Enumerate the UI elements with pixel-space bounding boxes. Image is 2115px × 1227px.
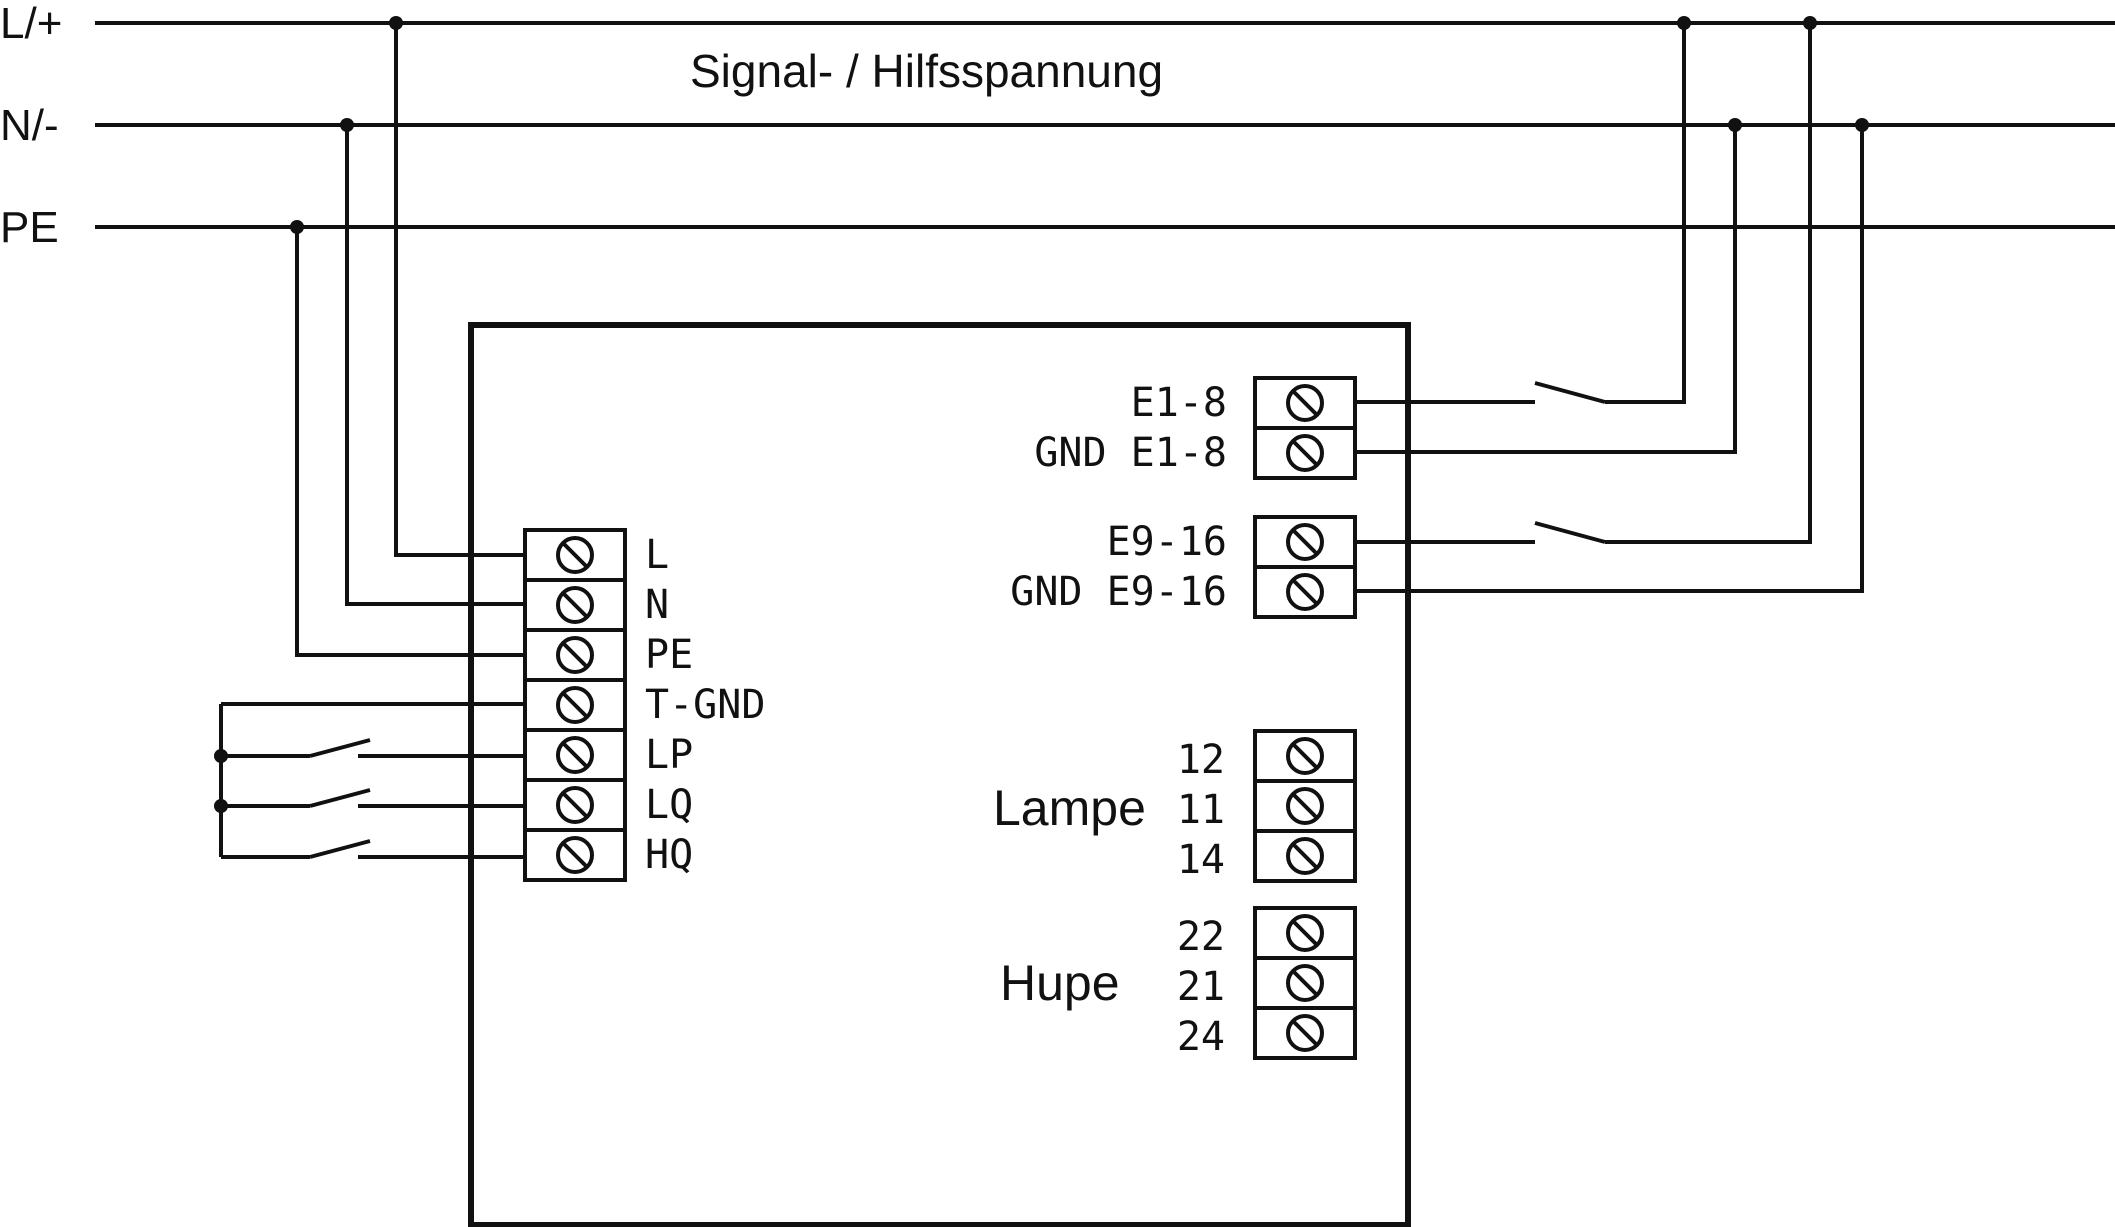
lamp-terminal-block <box>1253 729 1357 883</box>
junction-n-e1-8 <box>1728 118 1742 132</box>
label-horn-24: 24 <box>1177 1014 1225 1060</box>
bus-label-pe: PE <box>0 203 59 252</box>
terminal-l <box>523 528 627 582</box>
label-terminal-lq: LQ <box>645 782 693 828</box>
lamp-label: Lampe <box>993 780 1146 836</box>
terminal-lq <box>523 778 627 832</box>
bus-label-l: L/+ <box>0 0 62 48</box>
label-lamp-11: 11 <box>1177 787 1225 833</box>
wire-l-to-terminal <box>394 23 525 557</box>
wire-e9-16-to-l <box>1605 23 1812 544</box>
terminal-horn-21 <box>1253 956 1357 1010</box>
junction-l-e9-16 <box>1803 16 1817 30</box>
label-horn-22: 22 <box>1177 914 1225 960</box>
device-enclosure <box>468 322 1411 1227</box>
switch-e9-16 <box>1534 521 1606 544</box>
wire-gnd-e9-16-to-n <box>1355 125 1864 593</box>
label-terminal-t-gnd: T-GND <box>645 682 765 728</box>
label-terminal-l: L <box>645 532 669 578</box>
terminal-e9-16 <box>1253 515 1357 569</box>
terminal-pe <box>523 628 627 682</box>
label-terminal-gnd-e1-8: GND E1-8 <box>1034 430 1227 476</box>
junction-n-e9-16 <box>1855 118 1869 132</box>
diagram-title: Signal- / Hilfsspannung <box>690 45 1163 97</box>
label-lamp-14: 14 <box>1177 837 1225 883</box>
power-terminal-block <box>523 528 627 882</box>
junction-l-e1-8 <box>1677 16 1691 30</box>
bus-label-n: N/- <box>0 101 59 150</box>
junction-pe-left <box>290 220 304 234</box>
terminal-n <box>523 578 627 632</box>
horn-label: Hupe <box>1000 955 1120 1011</box>
label-terminal-e9-16: E9-16 <box>1107 519 1227 565</box>
terminal-gnd-e1-8 <box>1253 426 1357 480</box>
label-horn-21: 21 <box>1177 964 1225 1010</box>
label-terminal-e1-8: E1-8 <box>1131 380 1227 426</box>
terminal-lamp-11 <box>1253 779 1357 833</box>
label-lamp-12: 12 <box>1177 737 1225 783</box>
terminal-horn-22 <box>1253 906 1357 960</box>
terminal-gnd-e9-16 <box>1253 565 1357 619</box>
label-terminal-n: N <box>645 582 669 628</box>
label-terminal-gnd-e9-16: GND E9-16 <box>1010 569 1227 615</box>
input-terminal-block-e9-16 <box>1253 515 1357 619</box>
input-terminal-block-e1-8 <box>1253 376 1357 480</box>
junction-l-left <box>389 16 403 30</box>
terminal-horn-24 <box>1253 1006 1357 1060</box>
terminal-lamp-12 <box>1253 729 1357 783</box>
label-terminal-hq: HQ <box>645 832 693 878</box>
terminal-e1-8 <box>1253 376 1357 430</box>
switch-e1-8 <box>1534 381 1606 404</box>
terminal-lp <box>523 728 627 782</box>
junction-n-left <box>340 118 354 132</box>
wire-pe-to-terminal <box>295 227 525 657</box>
label-terminal-lp: LP <box>645 732 693 778</box>
terminal-lamp-14 <box>1253 829 1357 883</box>
wire-e1-8-to-l <box>1605 23 1686 404</box>
label-terminal-pe: PE <box>645 632 693 678</box>
switch-hq <box>309 839 371 859</box>
switch-lp <box>309 738 371 758</box>
wire-n-to-terminal <box>345 125 525 606</box>
wire-gnd-e1-8-to-n <box>1355 125 1737 454</box>
horn-terminal-block <box>1253 906 1357 1060</box>
terminal-hq <box>523 828 627 882</box>
switch-lq <box>309 788 371 808</box>
terminal-t-gnd <box>523 678 627 732</box>
